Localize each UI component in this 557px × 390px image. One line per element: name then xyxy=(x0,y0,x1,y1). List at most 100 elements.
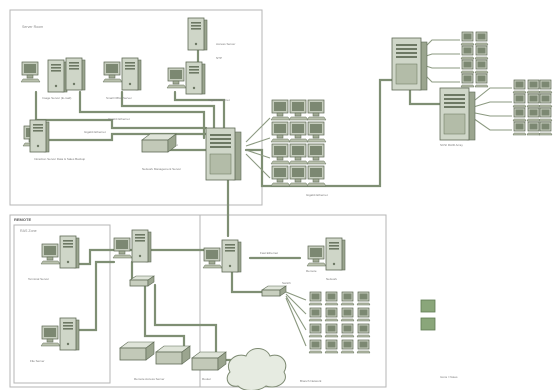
small-office-server-monitor[interactable] xyxy=(102,61,123,83)
ras-zone-title: RAS Zone xyxy=(20,229,37,233)
workstation[interactable] xyxy=(340,307,355,322)
branch-switch[interactable] xyxy=(261,285,287,297)
workstation[interactable] xyxy=(340,291,355,306)
workstation[interactable] xyxy=(270,143,291,165)
footnote-label: Icons / Notes xyxy=(440,375,458,379)
workstation[interactable] xyxy=(288,165,309,187)
branch-server-monitor[interactable] xyxy=(202,247,223,269)
ras-server-1-monitor[interactable] xyxy=(40,243,61,265)
ras-server-1[interactable] xyxy=(59,235,80,269)
workstation[interactable] xyxy=(308,339,323,354)
remote-switch-monitor[interactable] xyxy=(112,237,133,259)
legend-swatch-icon xyxy=(420,299,436,313)
workstation[interactable] xyxy=(324,291,339,306)
image-server-tower-2[interactable] xyxy=(65,57,86,91)
ras-server-2[interactable] xyxy=(59,317,80,351)
network-management-server-label: Network Management Server xyxy=(142,167,181,171)
server-room-zone xyxy=(9,9,263,206)
upper-right-server[interactable] xyxy=(391,37,428,91)
workstation[interactable] xyxy=(460,73,475,88)
gigabit-ethernet-label-3: Gigabit Ethernet xyxy=(84,130,106,134)
workstation[interactable] xyxy=(308,307,323,322)
remote-hub[interactable] xyxy=(129,275,155,287)
workstation[interactable] xyxy=(474,31,489,46)
access-server[interactable] xyxy=(187,17,208,51)
remote-server-monitor[interactable] xyxy=(306,245,327,267)
workstation[interactable] xyxy=(270,121,291,143)
workstation[interactable] xyxy=(324,307,339,322)
workstation[interactable] xyxy=(474,45,489,60)
workstation[interactable] xyxy=(306,165,327,187)
workstation[interactable] xyxy=(288,99,309,121)
workstation[interactable] xyxy=(270,165,291,187)
remote-access-server-1[interactable] xyxy=(119,341,155,361)
scsi-raid-array[interactable] xyxy=(439,87,476,141)
core-switch[interactable] xyxy=(205,127,242,181)
workstation[interactable] xyxy=(324,339,339,354)
workstation[interactable] xyxy=(538,121,553,136)
workstation[interactable] xyxy=(324,323,339,338)
workstation[interactable] xyxy=(512,93,527,108)
workstation[interactable] xyxy=(474,59,489,74)
image-server[interactable] xyxy=(20,61,41,83)
access-server-label: Access Server xyxy=(216,42,235,46)
workstation[interactable] xyxy=(512,121,527,136)
ras-zone xyxy=(13,224,111,384)
workstation[interactable] xyxy=(356,323,371,338)
workstation[interactable] xyxy=(306,143,327,165)
workstation[interactable] xyxy=(356,339,371,354)
workstation[interactable] xyxy=(356,307,371,322)
workstation[interactable] xyxy=(474,73,489,88)
image-server-tower[interactable] xyxy=(47,59,68,93)
workstation[interactable] xyxy=(538,79,553,94)
network-management-server[interactable] xyxy=(141,133,177,153)
workstation[interactable] xyxy=(512,107,527,122)
intraction-server[interactable] xyxy=(29,119,50,153)
gigabit-ethernet-bottom-label: Gigabit Ethernet xyxy=(306,193,328,197)
remote-server[interactable] xyxy=(325,237,346,271)
workstation[interactable] xyxy=(308,323,323,338)
legend-swatch-icon xyxy=(420,317,436,331)
intraction-server-label: Intraction Server Data & Sales Backup xyxy=(34,157,86,161)
file-server-label: File Server xyxy=(30,359,45,363)
router[interactable] xyxy=(191,351,227,371)
workstation[interactable] xyxy=(526,79,541,94)
lower-right-workstations xyxy=(512,79,553,136)
remote-zone-title: REMOTE xyxy=(14,217,31,222)
branch-zone xyxy=(199,214,387,388)
ras-server-2-monitor[interactable] xyxy=(40,325,61,347)
workstation[interactable] xyxy=(288,121,309,143)
workstation[interactable] xyxy=(538,93,553,108)
gateway-monitor[interactable] xyxy=(166,67,187,89)
remote-switch-tower[interactable] xyxy=(131,229,152,263)
branch-server[interactable] xyxy=(221,239,242,273)
branch-workstations xyxy=(308,291,371,354)
remote-access-server-2[interactable] xyxy=(155,345,191,365)
image-server-label: Image Server (E-mail) xyxy=(42,96,71,100)
workstation[interactable] xyxy=(356,291,371,306)
remote-server-label: Remote xyxy=(306,269,317,273)
workstation[interactable] xyxy=(460,31,475,46)
server-room-title: Server Room xyxy=(22,25,43,29)
small-office-server-label: Small Office Server xyxy=(106,96,132,100)
workstation[interactable] xyxy=(512,79,527,94)
workstation[interactable] xyxy=(270,99,291,121)
workstation[interactable] xyxy=(460,45,475,60)
workstation[interactable] xyxy=(526,107,541,122)
workstation[interactable] xyxy=(340,339,355,354)
upper-right-workstations xyxy=(460,31,489,88)
workstation[interactable] xyxy=(340,323,355,338)
gateway-server[interactable] xyxy=(185,61,206,95)
workstation[interactable] xyxy=(538,107,553,122)
workstation[interactable] xyxy=(306,99,327,121)
workstation[interactable] xyxy=(308,291,323,306)
workstation-grid xyxy=(270,99,327,187)
workstation[interactable] xyxy=(306,121,327,143)
workstation[interactable] xyxy=(288,143,309,165)
workstation[interactable] xyxy=(460,59,475,74)
small-office-server[interactable] xyxy=(121,57,142,91)
workstation[interactable] xyxy=(526,121,541,136)
workstation[interactable] xyxy=(526,93,541,108)
remote-access-server-label: Remote Access Server xyxy=(134,377,165,381)
